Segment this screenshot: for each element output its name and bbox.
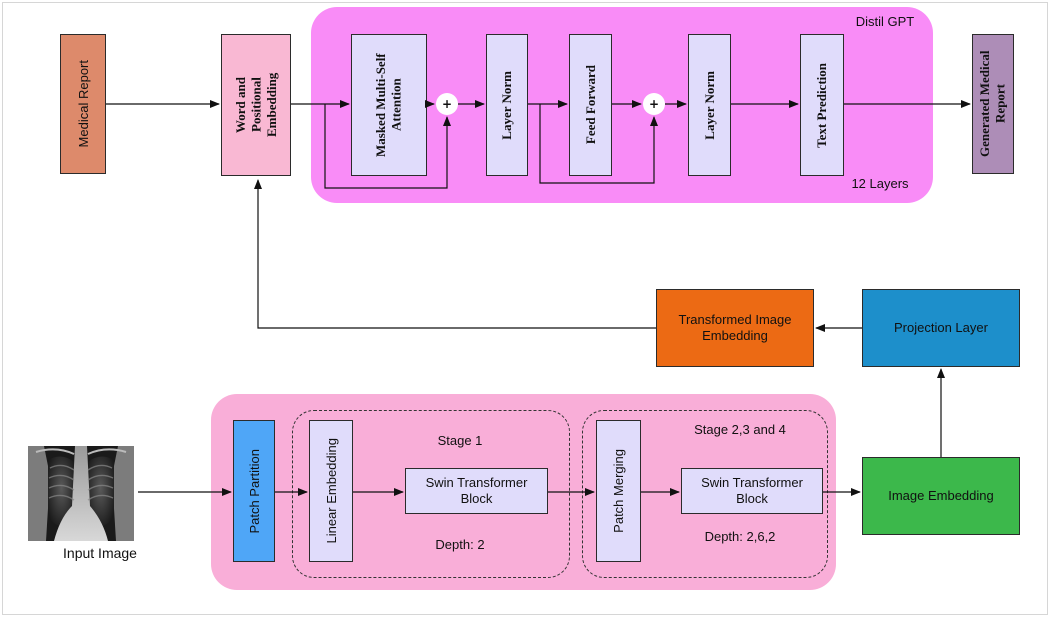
text-prediction-label: Text Prediction xyxy=(814,62,829,148)
stage2-depth: Depth: 2,6,2 xyxy=(704,529,776,544)
input-image-label: Input Image xyxy=(63,545,137,561)
linear-embedding-box: Linear Embedding xyxy=(309,420,353,562)
transformed-image-embedding-label: Transformed Image Embedding xyxy=(678,311,792,343)
patch-merging-label: Patch Merging xyxy=(611,449,626,533)
patch-merging-box: Patch Merging xyxy=(596,420,641,562)
feed-forward-label: Feed Forward xyxy=(582,65,598,145)
image-embedding-label: Image Embedding xyxy=(888,487,994,503)
masked-attention-box: Masked Multi-Self Attention xyxy=(351,34,427,176)
add-node-2: + xyxy=(643,93,665,115)
layer-norm-1-label: Layer Norm xyxy=(499,70,514,140)
image-embedding-box: Image Embedding xyxy=(862,457,1020,535)
masked-attention-label: Masked Multi-Self Attention xyxy=(373,53,404,157)
stage1-title: Stage 1 xyxy=(437,433,483,448)
stage1-dashed-box xyxy=(292,410,570,578)
layer-norm-1-box: Layer Norm xyxy=(486,34,528,176)
generated-report-label: Generated Medical Report xyxy=(977,50,1008,158)
stage2-title: Stage 2,3 and 4 xyxy=(694,422,786,437)
stage1-swin-block-label: Swin Transformer Block xyxy=(425,474,528,506)
add-node-1: + xyxy=(436,93,458,115)
projection-layer-box: Projection Layer xyxy=(862,289,1020,367)
stage1-depth: Depth: 2 xyxy=(435,537,485,552)
stage2-dashed-box xyxy=(582,410,828,578)
distil-gpt-title: Distil GPT xyxy=(855,14,915,29)
word-positional-embedding-label: Word and Positional Embedding xyxy=(232,72,279,138)
layer-norm-2-label: Layer Norm xyxy=(701,70,717,140)
projection-layer-label: Projection Layer xyxy=(894,319,988,335)
patch-partition-box: Patch Partition xyxy=(233,420,275,562)
linear-embedding-label: Linear Embedding xyxy=(323,438,339,544)
layer-norm-2-box: Layer Norm xyxy=(688,34,731,176)
chest-xray-image xyxy=(28,446,134,541)
generated-report-box: Generated Medical Report xyxy=(972,34,1014,174)
transformed-image-embedding-box: Transformed Image Embedding xyxy=(656,289,814,367)
text-prediction-box: Text Prediction xyxy=(800,34,844,176)
layers-label: 12 Layers xyxy=(851,176,909,191)
stage2-swin-block-box: Swin Transformer Block xyxy=(681,468,823,514)
stage1-swin-block-box: Swin Transformer Block xyxy=(405,468,548,514)
patch-partition-label: Patch Partition xyxy=(246,448,262,534)
feed-forward-box: Feed Forward xyxy=(569,34,612,176)
stage2-swin-block-label: Swin Transformer Block xyxy=(701,474,803,506)
medical-report-box: Medical Report xyxy=(60,34,106,174)
word-positional-embedding-box: Word and Positional Embedding xyxy=(221,34,291,176)
medical-report-label: Medical Report xyxy=(75,60,91,148)
